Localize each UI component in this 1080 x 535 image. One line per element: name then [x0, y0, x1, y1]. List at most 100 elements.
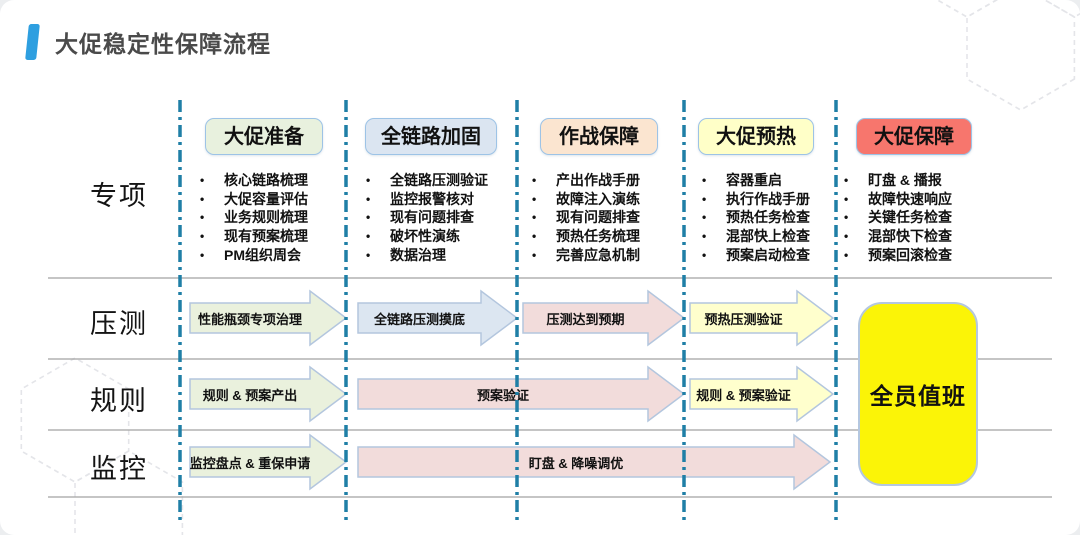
task-text: 预案回滚检查 — [868, 246, 952, 263]
row-label-special-projects: 专项 — [90, 181, 148, 211]
bullet-icon: • — [844, 173, 849, 188]
arrow-label: 预案验证 — [476, 387, 529, 403]
phase-header-preparation: 大促准备 — [205, 118, 323, 155]
arrow-rule-1: 规则 & 预案产出 — [189, 365, 348, 423]
task-item: • 产出作战手册 — [532, 171, 686, 190]
task-item: •监控报警核对 — [366, 190, 519, 209]
row-label-monitoring: 监控 — [90, 454, 148, 484]
bullet-icon: • — [366, 229, 371, 244]
task-text: 全链路压测验证 — [390, 172, 488, 189]
row-divider — [48, 496, 1052, 498]
task-list-col-2: •全链路压测验证•监控报警核对•现有问题排查•破坏性演练•数据治理 — [362, 171, 519, 264]
arrow-label: 规则 & 预案验证 — [696, 387, 791, 403]
hexagon-outline — [74, 450, 184, 535]
row-divider — [48, 429, 1052, 431]
duty-box: 全员值班 — [858, 302, 978, 486]
hexagon-outline — [935, 0, 999, 18]
task-text: 现有问题排查 — [556, 209, 640, 226]
arrow-label: 规则 & 预案产出 — [202, 387, 298, 403]
task-item: • 预热任务梳理 — [532, 227, 686, 246]
task-item: •预案启动检查 — [702, 245, 838, 264]
bullet-icon: • — [702, 229, 707, 244]
task-item: • 预案回滚检查 — [844, 245, 1012, 264]
bullet-icon: • — [200, 229, 205, 244]
arrow-stress-1: 性能瓶颈专项治理 — [189, 289, 348, 347]
task-text: 预热任务检查 — [726, 209, 810, 226]
task-item: • 破坏性演练 — [366, 227, 519, 246]
task-item: • 全链路压测验证 — [366, 171, 519, 190]
bullet-icon: • — [366, 247, 371, 262]
task-list-col-4: •容器重启•执行作战手册•预热任务检查•混部快上检查•预案启动检查 — [698, 171, 838, 264]
bullet-icon: • — [532, 229, 537, 244]
row-label-rules: 规则 — [90, 386, 148, 416]
task-item: •业务规则梳理 — [200, 208, 348, 227]
task-item: • 现有问题排查 — [366, 208, 519, 227]
title-accent-bar — [25, 24, 40, 60]
row-divider — [48, 358, 1052, 360]
task-text: 产出作战手册 — [556, 172, 640, 189]
task-text: 容器重启 — [726, 172, 782, 189]
page-title: 大促稳定性保障流程 — [55, 31, 271, 57]
bullet-icon: • — [366, 210, 371, 225]
task-item: • 盯盘 & 播报 — [844, 171, 1012, 190]
bullet-icon: • — [702, 173, 707, 188]
task-list-col-5: •盯盘 & 播报•故障快速响应•关键任务检查•混部快下检查•预案回滚检查 — [840, 171, 1012, 264]
task-text: 执行作战手册 — [726, 190, 810, 207]
title-block: 大促稳定性保障流程 — [25, 24, 271, 60]
task-item: •大促容量评估 — [200, 190, 348, 209]
task-text: 混部快下检查 — [868, 228, 952, 245]
task-item: • 数据治理 — [366, 245, 519, 264]
arrow-rule-2: 预案验证 — [357, 365, 686, 423]
phase-header-battle: 作战保障 — [540, 118, 658, 155]
arrow-label: 压测达到预期 — [546, 311, 625, 327]
arrow-monitor-1: 监控盘点 & 重保申请 — [189, 433, 348, 491]
bullet-icon: • — [702, 210, 707, 225]
task-item: • 容器重启 — [702, 171, 838, 190]
task-text: 关键任务检查 — [868, 209, 952, 226]
arrow-label: 全链路压测摸底 — [373, 311, 465, 327]
arrow-label: 盯盘 & 降噪调优 — [528, 455, 624, 471]
bullet-icon: • — [366, 173, 371, 188]
task-text: 数据治理 — [390, 246, 446, 263]
arrow-label: 预热压测验证 — [704, 311, 783, 327]
phase-header-preheat: 大促预热 — [698, 118, 814, 155]
task-text: 大促容量评估 — [224, 190, 308, 207]
bullet-icon: • — [844, 191, 849, 206]
task-list-col-3: •产出作战手册•故障注入演练•现有问题排查•预热任务梳理•完善应急机制 — [528, 171, 686, 264]
task-item: • PM组织周会 — [200, 245, 348, 264]
task-text: 故障注入演练 — [556, 190, 640, 207]
task-text: 业务规则梳理 — [224, 209, 308, 226]
bullet-icon: • — [844, 229, 849, 244]
task-text: 现有问题排查 — [390, 209, 474, 226]
bullet-icon: • — [532, 173, 537, 188]
task-item: •关键任务检查 — [844, 208, 1012, 227]
task-text: 盯盘 & 播报 — [868, 172, 942, 189]
arrow-label: 性能瓶颈专项治理 — [197, 311, 302, 327]
arrow-stress-3: 压测达到预期 — [522, 289, 686, 347]
phase-header-assurance: 大促保障 — [856, 118, 972, 155]
bullet-icon: • — [532, 210, 537, 225]
bullet-icon: • — [366, 191, 371, 206]
task-text: PM组织周会 — [224, 246, 301, 263]
hexagon-outline — [1043, 0, 1080, 18]
arrow-monitor-2: 盯盘 & 降噪调优 — [357, 433, 832, 491]
task-item: • 现有预案梳理 — [200, 227, 348, 246]
row-label-stress-test: 压测 — [90, 309, 148, 339]
task-item: • 预热任务检查 — [702, 208, 838, 227]
arrow-stress-2: 全链路压测摸底 — [357, 289, 519, 347]
bullet-icon: • — [844, 247, 849, 262]
task-text: 预热任务梳理 — [556, 228, 640, 245]
task-text: 核心链路梳理 — [224, 172, 308, 189]
bullet-icon: • — [200, 247, 205, 262]
row-divider — [48, 277, 1052, 279]
bullet-icon: • — [200, 173, 205, 188]
arrow-label: 监控盘点 & 重保申请 — [189, 455, 311, 471]
task-text: 现有预案梳理 — [224, 228, 308, 245]
task-item: • 混部快下检查 — [844, 227, 1012, 246]
task-text: 破坏性演练 — [390, 228, 460, 245]
hexagon-outline — [20, 357, 130, 483]
arrow-rule-3: 规则 & 预案验证 — [689, 365, 835, 423]
hexagon-outline — [966, 0, 1076, 111]
